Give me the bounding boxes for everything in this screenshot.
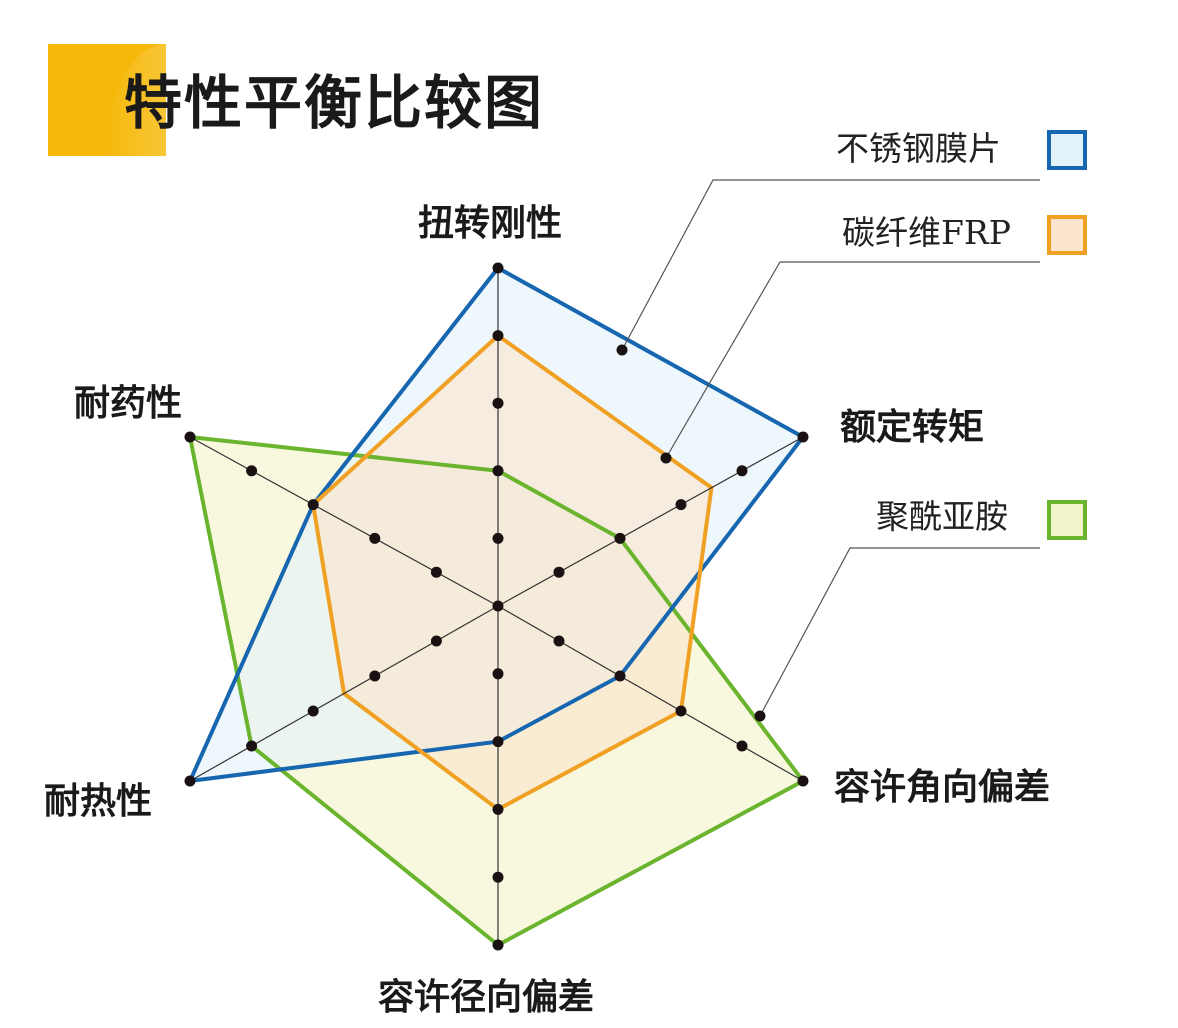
axis-tick-dot xyxy=(492,262,504,274)
axis-tick-dot xyxy=(736,465,748,477)
legend-label-carbon-frp: 碳纤维FRP xyxy=(842,213,1011,252)
axis-tick-dot xyxy=(369,670,381,682)
axis-label-rated-torque: 额定转矩 xyxy=(840,407,985,448)
chart-title: 特性平衡比较图 xyxy=(124,69,545,137)
legend-swatch-stainless xyxy=(1047,130,1087,170)
legend-leader-line xyxy=(621,179,1040,351)
axis-label-radial-misalignment: 容许径向偏差 xyxy=(378,977,595,1018)
axis-tick-dot xyxy=(430,566,442,578)
legend-leader-dot xyxy=(660,452,672,464)
axis-tick-dot xyxy=(184,775,196,787)
axis-spoke xyxy=(189,436,499,607)
axis-spoke xyxy=(497,436,804,607)
axis-tick-dot xyxy=(430,635,442,647)
axis-tick-dot xyxy=(553,566,565,578)
axis-spoke xyxy=(189,605,499,782)
axis-label-chemical-resistance: 耐药性 xyxy=(74,383,183,424)
axis-tick-dot xyxy=(553,635,565,647)
axis-tick-dot xyxy=(797,431,809,443)
axis-spoke xyxy=(497,605,804,782)
axis-label-angular-misalignment: 容许角向偏差 xyxy=(834,767,1051,808)
axis-tick-dot xyxy=(246,465,258,477)
axis-tick-dot xyxy=(492,939,504,951)
legend-leader-line xyxy=(759,547,1040,717)
axis-tick-dot xyxy=(675,499,687,511)
legend-leader-dot xyxy=(754,710,766,722)
axis-tick-dot xyxy=(492,871,504,883)
axis-tick-dot xyxy=(492,397,504,409)
axis-tick-dot xyxy=(614,670,626,682)
axis-tick-dot xyxy=(307,499,319,511)
title-accent-block xyxy=(48,44,166,156)
axis-tick-dot xyxy=(614,532,626,544)
legend-swatch-polyimide xyxy=(1047,500,1087,540)
axis-tick-dot xyxy=(492,465,504,477)
axis-tick-dot xyxy=(492,532,504,544)
legend-label-polyimide: 聚酰亚胺 xyxy=(876,497,1008,536)
axis-label-heat-resistance: 耐热性 xyxy=(44,781,153,822)
axis-tick-dot xyxy=(492,803,504,815)
axis-tick-dot xyxy=(184,431,196,443)
center-dot xyxy=(492,600,504,612)
axis-tick-dot xyxy=(797,775,809,787)
legend-leader-line xyxy=(665,261,1040,459)
legend-leader-dot xyxy=(616,344,628,356)
legend-swatch-carbon-frp xyxy=(1047,215,1087,255)
axis-tick-dot xyxy=(369,532,381,544)
axis-tick-dot xyxy=(307,705,319,717)
axis-tick-dot xyxy=(492,668,504,680)
axis-tick-dot xyxy=(736,740,748,752)
axis-tick-dot xyxy=(492,736,504,748)
axis-tick-dot xyxy=(492,330,504,342)
axis-label-torsional-rigidity: 扭转刚性 xyxy=(418,203,563,244)
legend-label-stainless: 不锈钢膜片 xyxy=(836,129,1001,168)
axis-tick-dot xyxy=(675,705,687,717)
axis-tick-dot xyxy=(246,740,258,752)
series-fill-1 xyxy=(313,335,712,810)
